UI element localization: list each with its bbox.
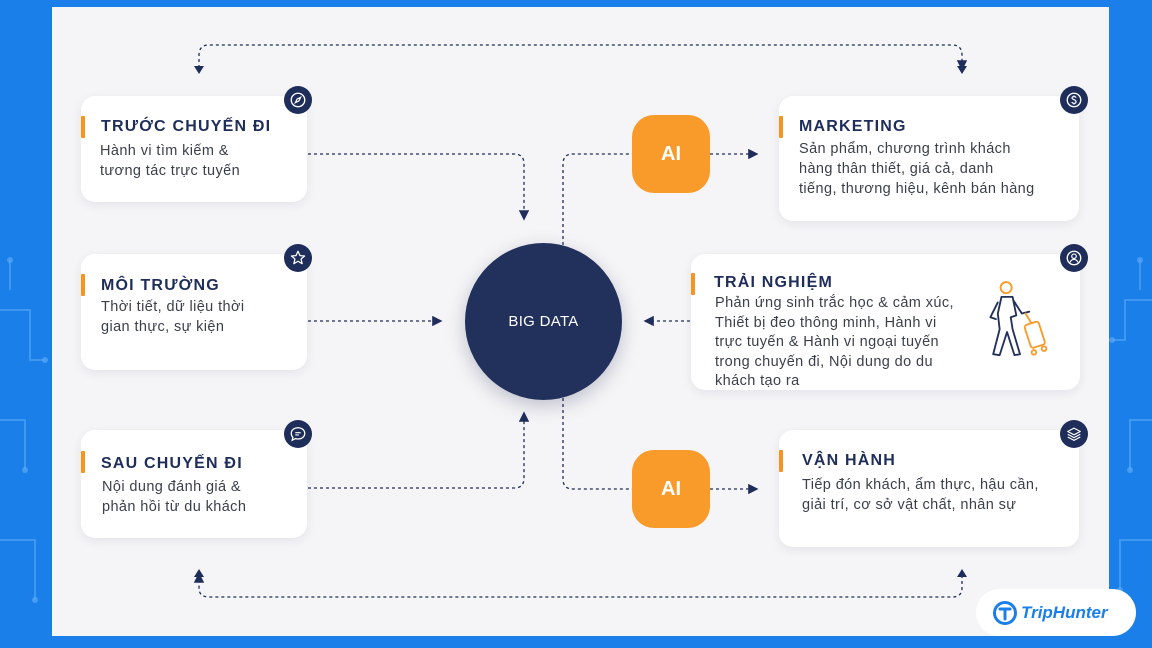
accent-bar	[81, 451, 85, 473]
accent-bar	[691, 273, 695, 295]
card-title: MARKETING	[799, 118, 907, 135]
card-title: TRẢI NGHIỆM	[714, 274, 833, 291]
card-title: SAU CHUYẾN ĐI	[101, 455, 243, 472]
card-experience: TRẢI NGHIỆM Phản ứng sinh trắc học & cảm…	[691, 254, 1080, 390]
card-title: TRƯỚC CHUYẾN ĐI	[101, 118, 272, 135]
compass-icon	[284, 86, 312, 114]
card-description: Phản ứng sinh trắc học & cảm xúc,Thiết b…	[715, 295, 954, 389]
card-title: MÔI TRƯỜNG	[101, 277, 220, 294]
card-title: VẬN HÀNH	[802, 452, 897, 469]
ai-badge-bottom: AI	[632, 450, 710, 528]
user-icon	[1060, 244, 1088, 272]
card-after-trip: SAU CHUYẾN ĐI Nội dung đánh giá &phản hồ…	[81, 430, 307, 538]
accent-bar	[81, 116, 85, 138]
accent-bar	[779, 450, 783, 472]
dollar-icon	[1060, 86, 1088, 114]
card-description: Nội dung đánh giá &phản hồi từ du khách	[102, 479, 247, 515]
card-before-trip: TRƯỚC CHUYẾN ĐI Hành vi tìm kiếm &tương …	[81, 96, 307, 202]
logo-mark-icon	[993, 600, 1017, 625]
big-data-node: BIG DATA	[465, 243, 622, 400]
card-description: Tiếp đón khách, ẩm thực, hậu cần,giải tr…	[802, 477, 1039, 513]
card-description: Hành vi tìm kiếm &tương tác trực tuyến	[100, 143, 241, 179]
big-data-label: BIG DATA	[508, 313, 579, 330]
triphunter-logo: TripHunter	[976, 589, 1136, 636]
logo-text: TripHunter	[1021, 602, 1108, 622]
card-operations: VẬN HÀNH Tiếp đón khách, ẩm thực, hậu cầ…	[779, 430, 1079, 547]
star-icon	[284, 244, 312, 272]
chat-icon	[284, 420, 312, 448]
accent-bar	[779, 116, 783, 138]
accent-bar	[81, 274, 85, 296]
traveler-with-luggage-icon	[989, 281, 1048, 357]
layers-icon	[1060, 420, 1088, 448]
ai-badge-top: AI	[632, 115, 710, 193]
